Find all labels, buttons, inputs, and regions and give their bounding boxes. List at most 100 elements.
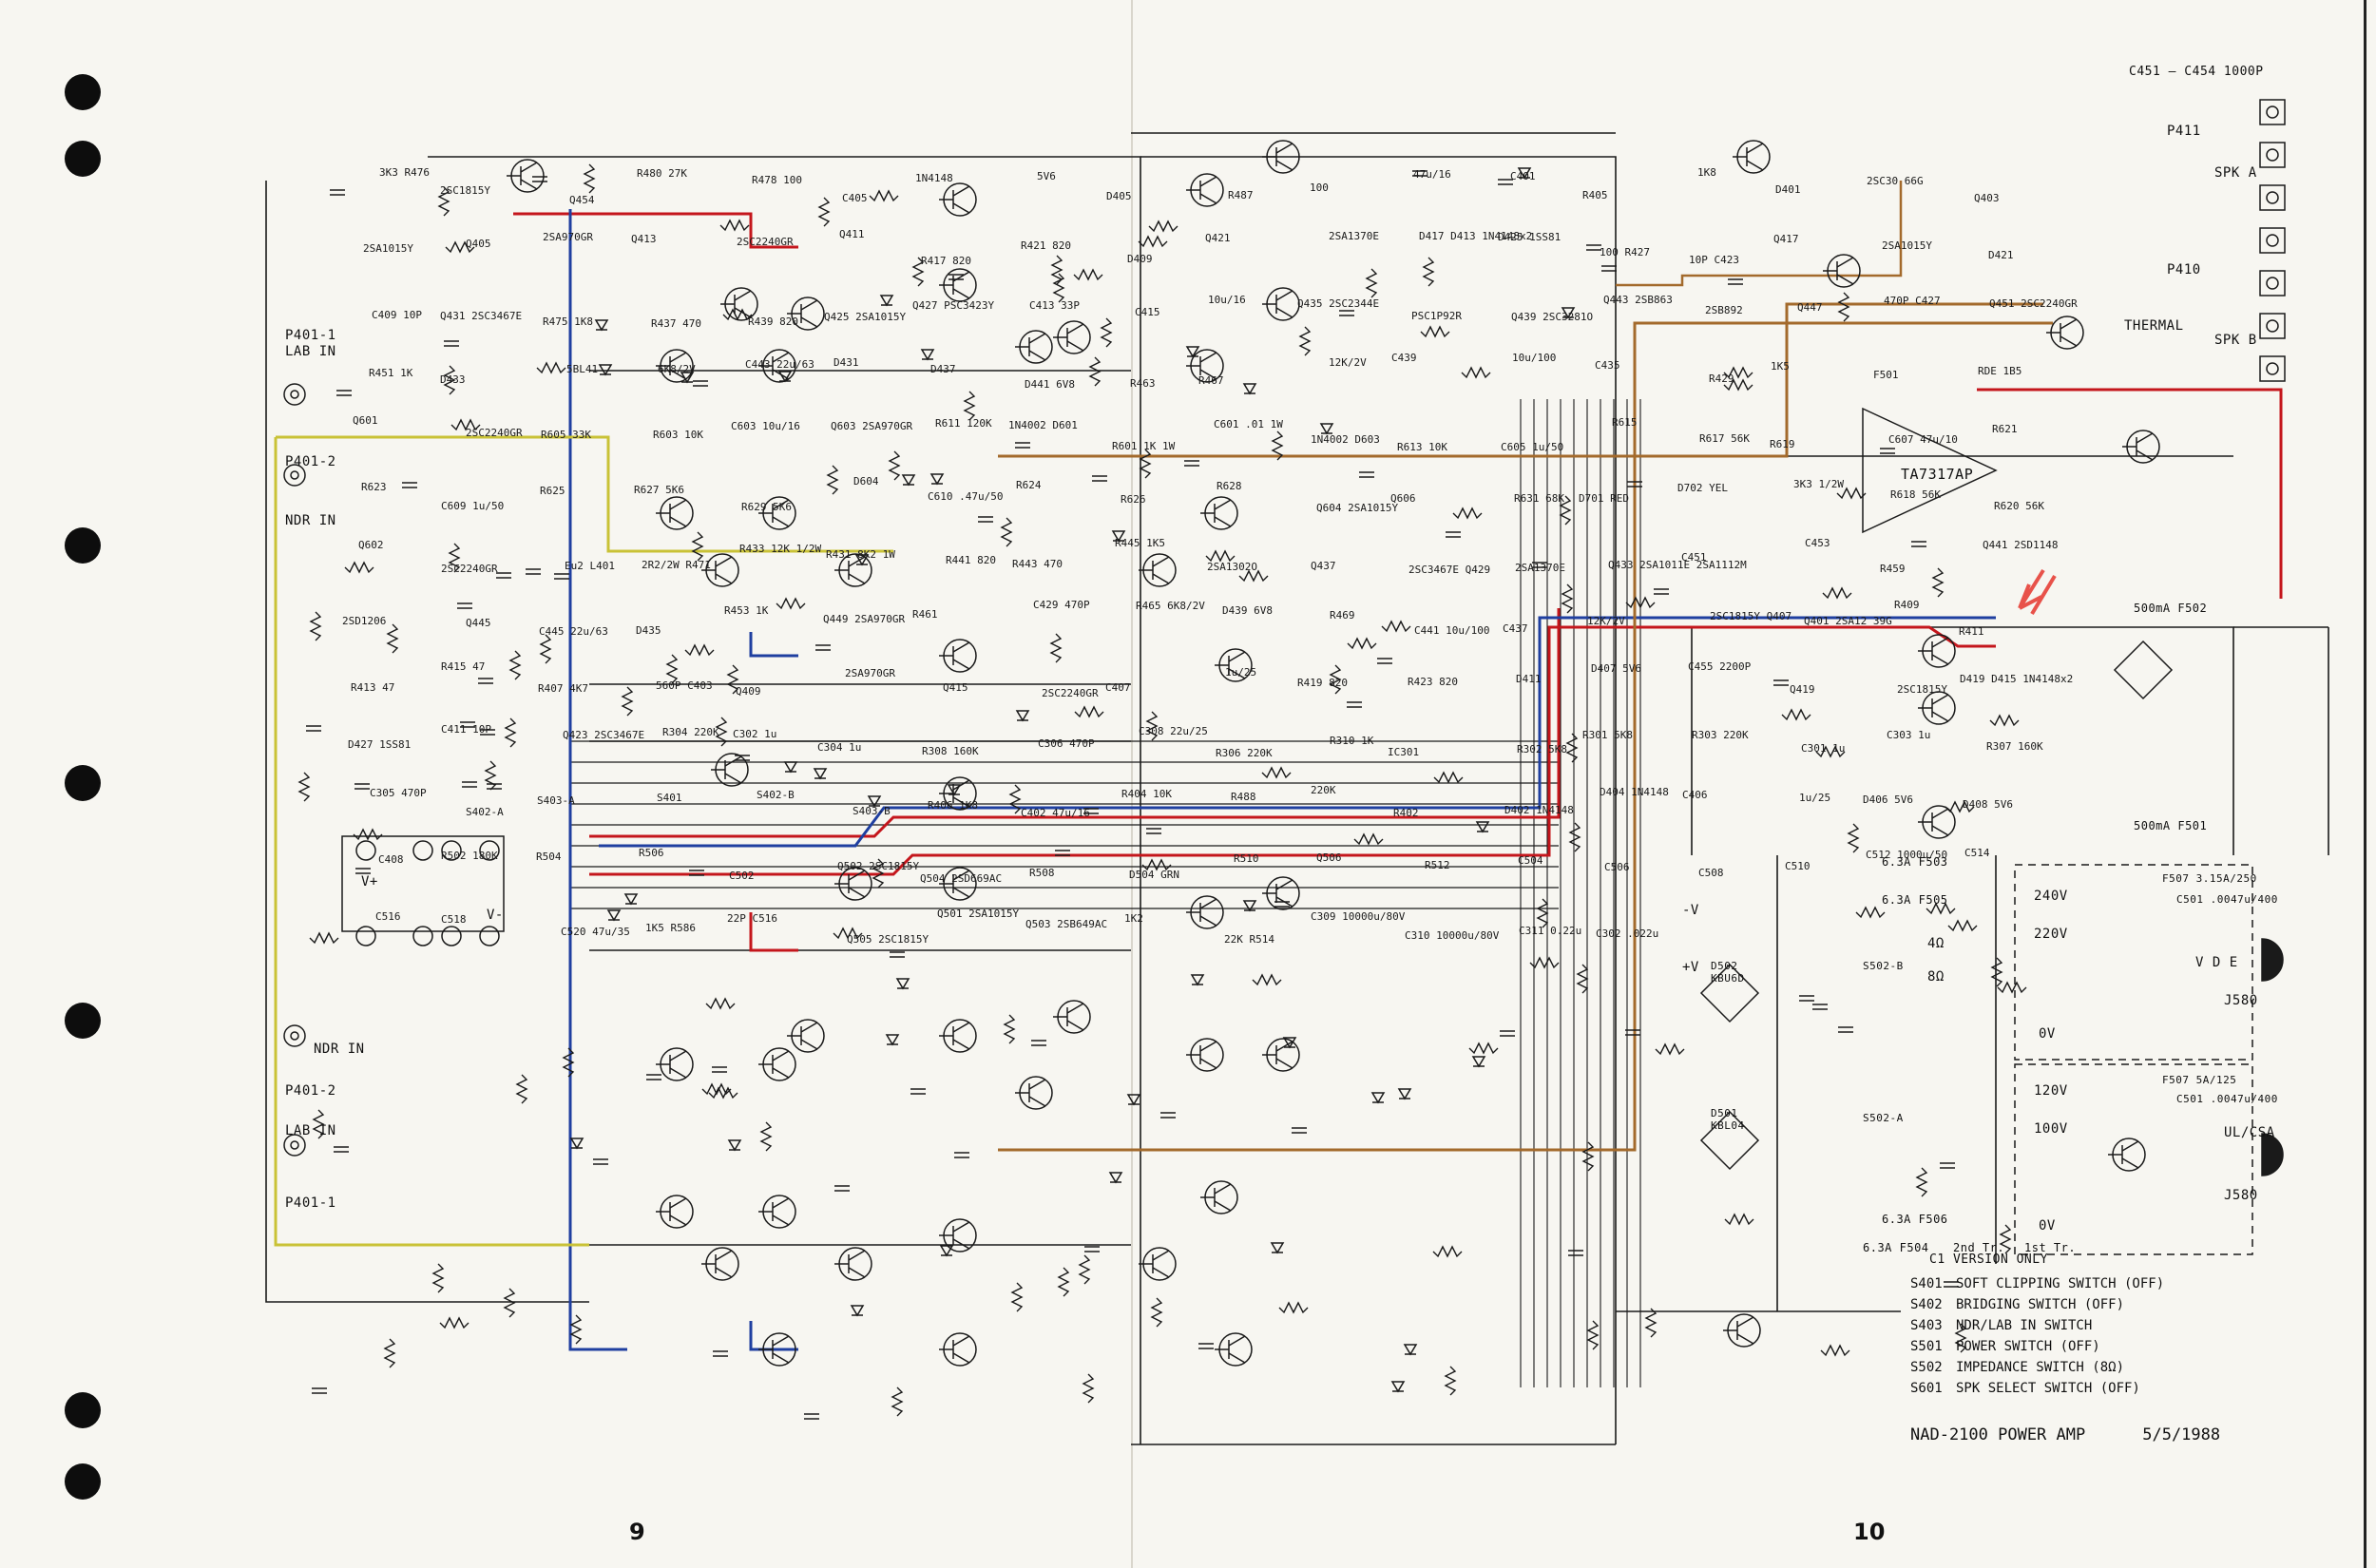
resistor xyxy=(562,1047,575,1078)
capacitor xyxy=(1083,808,1099,814)
transistor xyxy=(2122,430,2160,464)
component-label: Q437 xyxy=(1311,560,1336,572)
resistor xyxy=(450,418,481,431)
resistor xyxy=(1931,567,1945,598)
connector-p410: P410 xyxy=(2167,262,2201,277)
transistor xyxy=(787,1019,825,1053)
resistor xyxy=(1432,1245,1463,1258)
legend-text: SOFT CLIPPING SWITCH (OFF) xyxy=(1956,1276,2165,1291)
resistor xyxy=(1278,1301,1309,1314)
component-label: Eu2 L401 xyxy=(565,560,615,572)
component-label: R603 10K xyxy=(653,429,703,441)
connector-lab-in-r: LAB IN xyxy=(285,1123,336,1138)
component-label: R508 xyxy=(1029,867,1055,879)
resistor xyxy=(963,391,976,421)
resistor xyxy=(1781,708,1811,721)
resistor xyxy=(708,1086,738,1100)
resistor xyxy=(1559,495,1572,526)
brown-wire xyxy=(1616,181,1903,287)
transistor-lead xyxy=(669,1067,687,1079)
diode-body xyxy=(680,372,695,384)
component-label: R308 160K xyxy=(922,745,979,757)
capacitor xyxy=(1412,170,1428,177)
transistor xyxy=(1918,691,1956,725)
component-label: C303 1u xyxy=(1887,729,1930,741)
component-label: R478 100 xyxy=(752,174,802,186)
transistor-lead xyxy=(1931,808,1949,819)
capacitor xyxy=(1184,460,1199,467)
resistor xyxy=(508,650,522,680)
component-label: C415 xyxy=(1135,306,1160,318)
transistor xyxy=(1262,876,1300,910)
component-label: 2R2/2W R471 xyxy=(642,559,711,571)
resistor xyxy=(1945,800,1975,813)
component-label: D409 xyxy=(1127,253,1153,265)
capacitor xyxy=(1160,1112,1176,1119)
transistor-lead xyxy=(800,1039,818,1050)
transistor xyxy=(758,1332,796,1367)
resistor xyxy=(1010,1282,1024,1312)
diode-body xyxy=(1185,346,1200,358)
diode-body xyxy=(901,474,916,487)
capacitor xyxy=(402,482,417,488)
diode xyxy=(1403,1344,1418,1356)
transistor xyxy=(507,159,545,193)
component-label: R487 xyxy=(1228,189,1254,201)
psu-region xyxy=(2014,864,2253,1061)
capacitor xyxy=(1773,679,1789,686)
component-label: 1N4002 D601 xyxy=(1008,419,1078,431)
capacitor xyxy=(1498,179,1513,185)
transistor-lead xyxy=(952,202,970,214)
capacitor xyxy=(1601,265,1617,272)
diode xyxy=(947,784,962,796)
component-label: 2SA1370E xyxy=(1329,230,1379,242)
resistor xyxy=(776,597,806,610)
component-label: C451 xyxy=(1681,551,1707,564)
resistor xyxy=(1057,1267,1070,1297)
transistor-lead xyxy=(772,499,790,510)
component-label: 5BL41 xyxy=(566,363,598,375)
diode xyxy=(939,1245,954,1257)
diode-body xyxy=(854,554,870,566)
transistor-lead xyxy=(724,773,742,784)
binder-hole xyxy=(65,765,101,801)
resistor xyxy=(1581,1141,1595,1172)
connector-p401-2-bot: P401-2 xyxy=(285,1083,336,1099)
brown-wire xyxy=(998,321,2053,1152)
resistor xyxy=(872,858,885,889)
capacitor xyxy=(1568,1250,1583,1256)
resistor xyxy=(431,1263,445,1293)
transistor-lead xyxy=(952,185,970,197)
resistor xyxy=(1836,487,1867,500)
transistor-lead xyxy=(952,870,970,881)
component-label: D437 xyxy=(930,363,956,375)
component-label: C304 1u xyxy=(817,741,861,754)
bridge-d502: D502 KBU6D xyxy=(1711,960,1745,985)
diode xyxy=(867,795,882,808)
transistor-lead xyxy=(724,755,742,767)
component-label: 3K3 R476 xyxy=(379,166,430,179)
resistor xyxy=(869,189,899,202)
component-label: Q423 2SC3467E xyxy=(563,729,644,741)
diode xyxy=(777,371,793,383)
transistor xyxy=(939,867,977,901)
capacitor xyxy=(336,390,352,396)
component-label: 1K5 R586 xyxy=(645,922,696,934)
component-label: C609 1u/50 xyxy=(441,500,504,512)
transistor-lead xyxy=(1931,654,1949,665)
resistor xyxy=(1261,766,1292,779)
component-label: C301 1u xyxy=(1801,742,1845,755)
component-label: 47u/16 xyxy=(1413,168,1451,181)
component-label: Q504 2SD669AC xyxy=(920,872,1002,885)
transistor-lead xyxy=(715,1250,733,1261)
resistor xyxy=(1141,858,1172,871)
component-label: Q413 xyxy=(631,233,657,245)
psu-j580-bot: J580 xyxy=(2224,1188,2258,1203)
resistor xyxy=(891,1386,904,1417)
component-label: D407 5V6 xyxy=(1591,662,1641,675)
diode-body xyxy=(867,795,882,808)
connector-p401-1-bot: P401-1 xyxy=(285,1195,336,1211)
resistor xyxy=(1468,1042,1499,1055)
component-label: R512 xyxy=(1425,859,1450,871)
transistor-lead xyxy=(1931,825,1949,836)
